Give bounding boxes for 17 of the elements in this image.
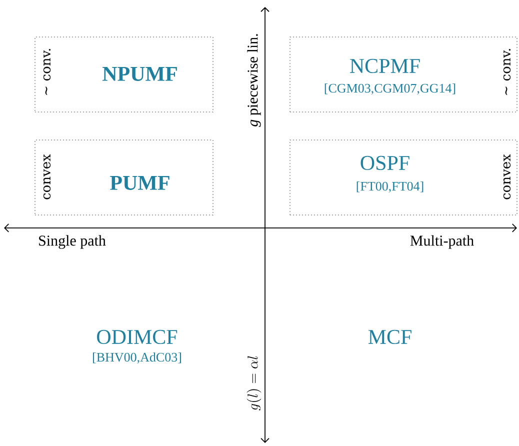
citation-text: [FT00,FT04] [356,181,424,192]
category-name: NCPMF [350,58,420,74]
category-name: NPUMF [102,67,177,81]
axis-label: Multi-path [410,235,474,249]
citation-text: [BHV00,AdC03] [93,352,181,364]
category-name: OSPF [360,156,410,170]
side-label: convex [43,154,51,200]
category-name: PUMF [110,176,170,190]
axis-label: g piecewise lin. [247,34,261,127]
citation-text: [CGM03,CGM07,GG14] [324,83,456,94]
side-label: convex [503,154,511,200]
side-label: ∼ conv. [43,48,51,95]
category-name: MCF [368,330,412,344]
axis-label: $g(l) = \alpha l$ [246,356,262,410]
axis-label: Single path [39,235,106,249]
category-name: ODIMCF [97,330,178,344]
side-label: ∼ conv. [503,48,511,95]
